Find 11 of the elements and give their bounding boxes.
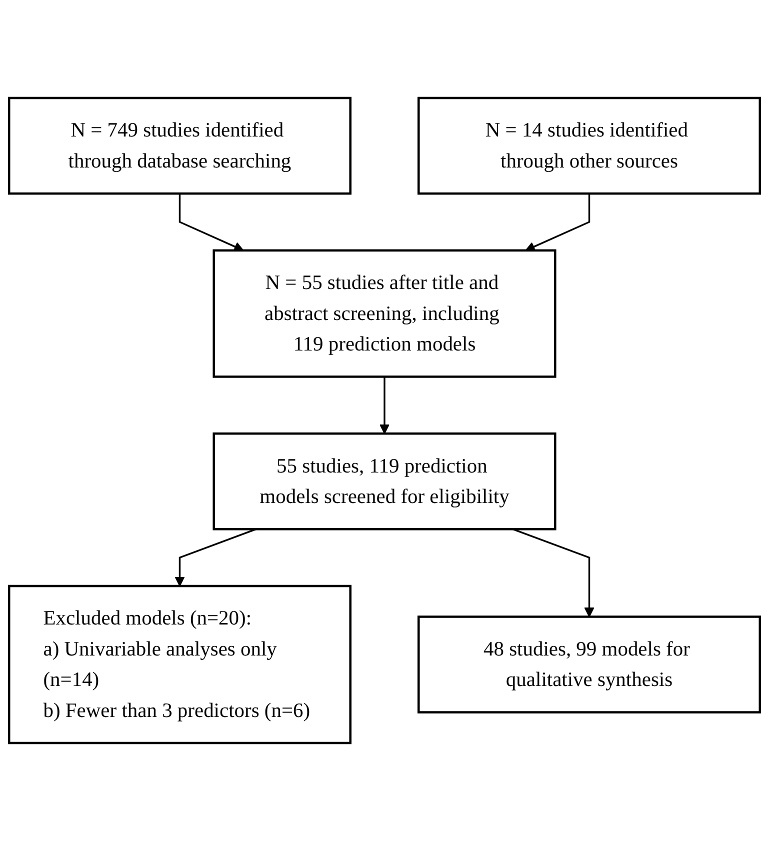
arrow bbox=[525, 194, 590, 252]
node-box: N = 55 studies after title and abstract screening, including 119 prediction models bbox=[212, 249, 556, 378]
node-box: 55 studies, 119 prediction models screened for eligibility bbox=[212, 432, 556, 530]
node-box: 48 studies, 99 models for qualitative synthesis bbox=[417, 616, 762, 714]
node-box: Excluded models (n=20): a) Univariable analyses only (n=14) b) Fewer than 3 predictors (n=6) bbox=[8, 584, 352, 744]
arrow bbox=[512, 528, 594, 618]
node-box: N = 749 studies identified through database searching bbox=[8, 96, 352, 195]
node-box: N = 14 studies identified through other sources bbox=[417, 96, 762, 195]
arrow bbox=[174, 528, 256, 586]
arrow bbox=[380, 376, 390, 434]
arrow bbox=[178, 194, 244, 252]
